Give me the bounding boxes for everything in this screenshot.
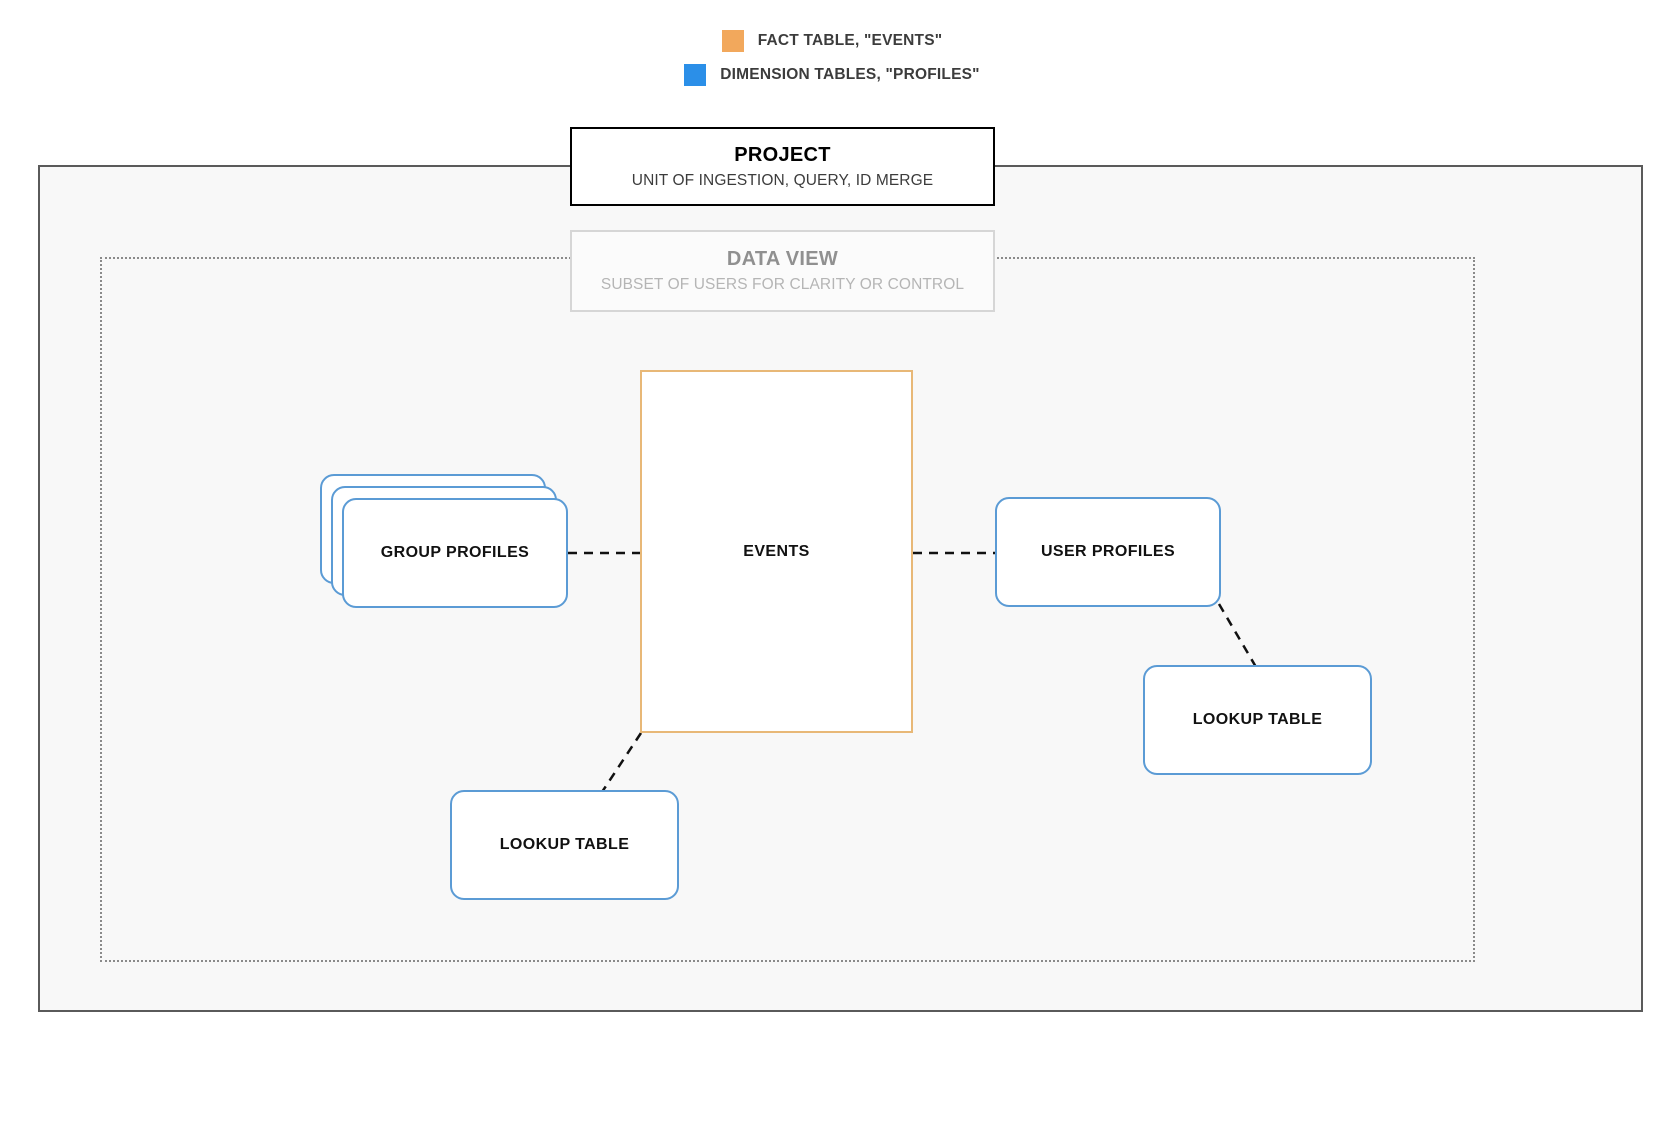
data-view-title: DATA VIEW xyxy=(726,248,839,270)
group-profiles-label: GROUP PROFILES xyxy=(380,544,530,561)
project-box: PROJECT UNIT OF INGESTION, QUERY, ID MER… xyxy=(570,127,995,206)
project-subtitle: UNIT OF INGESTION, QUERY, ID MERGE xyxy=(631,171,934,189)
legend-label-dimension-tables: DIMENSION TABLES, "PROFILES" xyxy=(720,66,980,83)
data-view-box: DATA VIEW SUBSET OF USERS FOR CLARITY OR… xyxy=(570,230,995,312)
user-profiles-node: USER PROFILES xyxy=(995,497,1221,607)
legend-item-fact-table: FACT TABLE, "EVENTS" xyxy=(721,30,943,52)
blue-square-swatch xyxy=(684,64,707,86)
project-title: PROJECT xyxy=(734,143,831,166)
lookup-table-right-node: LOOKUP TABLE xyxy=(1143,665,1372,775)
legend: FACT TABLE, "EVENTS" DIMENSION TABLES, "… xyxy=(0,30,1664,86)
events-fact-table: EVENTS xyxy=(640,370,913,733)
legend-label-fact-table: FACT TABLE, "EVENTS" xyxy=(757,32,943,49)
legend-item-dimension-tables: DIMENSION TABLES, "PROFILES" xyxy=(684,64,980,86)
events-label: EVENTS xyxy=(743,542,810,560)
user-profiles-label: USER PROFILES xyxy=(1040,543,1176,560)
orange-square-swatch xyxy=(721,30,744,52)
lookup-table-right-label: LOOKUP TABLE xyxy=(1192,711,1323,728)
lookup-table-left-node: LOOKUP TABLE xyxy=(450,790,679,900)
lookup-table-left-label: LOOKUP TABLE xyxy=(499,836,630,853)
data-view-subtitle: SUBSET OF USERS FOR CLARITY OR CONTROL xyxy=(600,276,965,293)
group-profiles-node: GROUP PROFILES xyxy=(342,498,568,608)
